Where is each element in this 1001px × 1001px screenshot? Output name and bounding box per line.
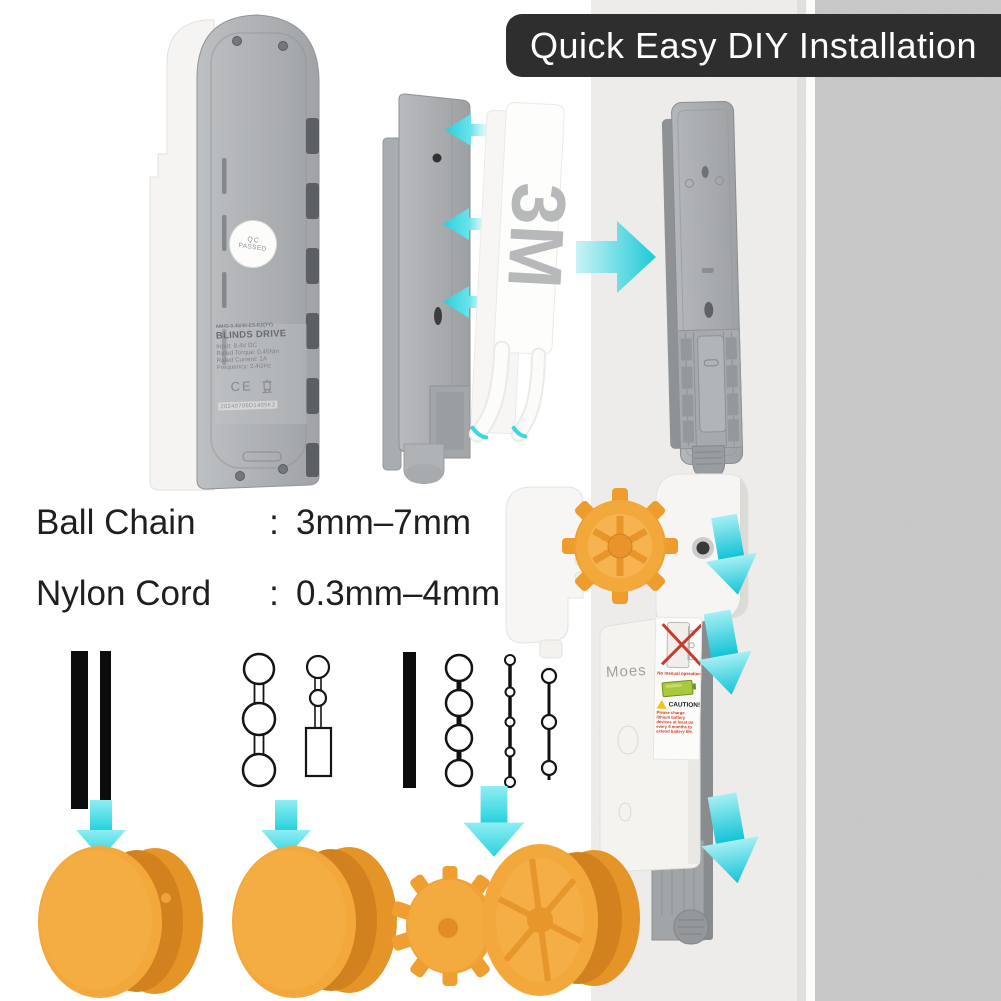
banner-title: Quick Easy DIY Installation [529, 24, 978, 66]
orange-drive-gear [562, 488, 714, 604]
right-arrow-icon [576, 221, 656, 293]
nylon-cord-spec-row: Nylon Cord : 0.3mm–4mm [36, 574, 501, 613]
down-arrow-icon [690, 607, 759, 700]
screw-hole [432, 153, 442, 163]
weee-bin-icon [262, 379, 273, 393]
bracket-lattice [676, 328, 743, 450]
screws [232, 36, 288, 481]
side-clips [306, 118, 319, 477]
screw-hole [704, 301, 714, 318]
button-outline [617, 725, 639, 755]
ribbed-spool [482, 844, 640, 996]
cord-bar-diagram [71, 651, 111, 809]
blinds-drive-back-view [149, 14, 320, 491]
vent-slots [222, 158, 227, 365]
screw-slot [434, 307, 442, 325]
down-arrow-icon [693, 789, 767, 889]
3m-brand-text: 3M [491, 181, 581, 291]
down-arrow-icon [698, 511, 764, 600]
orange-spool [232, 846, 397, 998]
ball-chain-diagram [241, 652, 333, 788]
adhesive-peel-tails [468, 340, 547, 443]
bracket-foot-tab [691, 445, 726, 479]
orange-gear-wheel-set [391, 844, 640, 996]
mixed-chain-diagram [403, 652, 558, 788]
size-specifications: Ball Chain : 3mm–7mm Nylon Cord : 0.3mm–… [36, 503, 536, 645]
wall-mounted-bracket [661, 100, 744, 479]
mounting-bracket-side-view [382, 93, 471, 484]
spec-label-area [215, 324, 307, 424]
title-banner: Quick Easy DIY Installation [506, 14, 1001, 77]
ball-chain-spec-row: Ball Chain : 3mm–7mm [36, 503, 472, 542]
3m-adhesive-strip: 3M [468, 101, 582, 443]
orange-spool [38, 846, 203, 998]
led-outline [618, 802, 632, 822]
screw-hole [701, 165, 709, 178]
device-spec-label: AM43-0.45/40-ES-EZ(TY) BLINDS DRIVE Inpu… [215, 320, 310, 415]
